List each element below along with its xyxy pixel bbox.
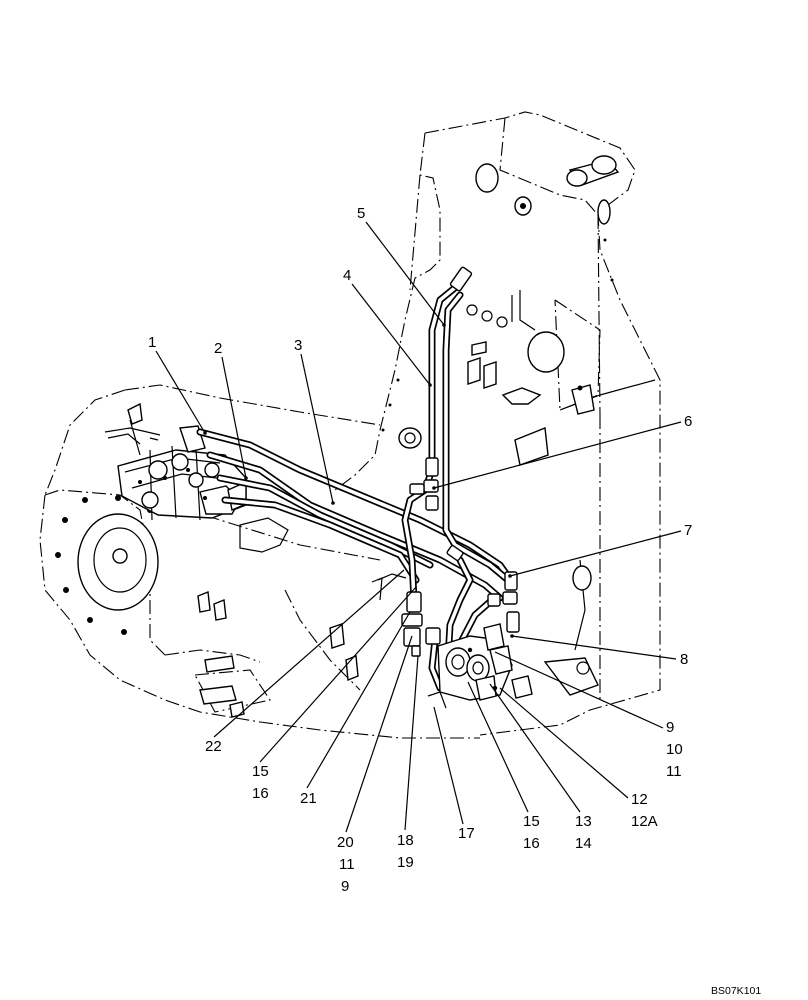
control-valve [104, 402, 247, 521]
callout-labels: 1 2 3 4 5 6 7 8 9 10 11 12 12A 13 14 15 … [148, 205, 692, 895]
leader-3 [300, 353, 334, 504]
callout-7: 7 [684, 522, 692, 539]
leader-2 [221, 356, 247, 479]
frame-clips [197, 591, 359, 718]
callout-12A: 12A [631, 813, 658, 830]
callout-10: 10 [666, 741, 683, 758]
hydraulic-hoses [196, 278, 516, 694]
callout-14: 14 [575, 835, 592, 852]
leader-arrowheads [203, 323, 514, 638]
leader-15-16-left [259, 586, 417, 763]
callout-16-left: 16 [252, 785, 269, 802]
leader-18-19 [404, 655, 419, 831]
callout-11: 11 [666, 763, 682, 780]
leader-22 [213, 569, 405, 738]
axle-hub [55, 495, 159, 635]
leader-lines [155, 221, 682, 833]
callout-18: 18 [397, 832, 414, 849]
leader-21 [306, 611, 411, 789]
leader-5 [365, 221, 445, 326]
callout-20: 20 [337, 834, 354, 851]
coupler-block [427, 623, 533, 709]
callout-16-right: 16 [523, 835, 540, 852]
callout-21: 21 [300, 790, 317, 807]
callout-9: 9 [666, 719, 674, 736]
leader-1 [155, 350, 206, 434]
leader-8 [511, 635, 677, 660]
drawing-code: BS07K101 [711, 985, 761, 997]
callout-1: 1 [148, 334, 156, 351]
callout-6: 6 [684, 413, 692, 430]
leader-9-10-11 [494, 651, 664, 729]
callout-2: 2 [214, 340, 222, 357]
leader-20-11-9 [345, 635, 413, 833]
callout-19: 19 [397, 854, 414, 871]
callout-12: 12 [631, 791, 648, 808]
callout-22: 22 [205, 738, 222, 755]
callout-15-left: 15 [252, 763, 269, 780]
hose-fittings [377, 266, 520, 657]
callout-3: 3 [294, 337, 302, 354]
leader-15-16-right [467, 681, 529, 813]
callout-8: 8 [680, 651, 688, 668]
tower-details [381, 155, 620, 696]
callout-11-lower: 11 [339, 856, 355, 873]
leader-7 [509, 530, 682, 577]
callout-17: 17 [458, 825, 475, 842]
leader-17 [433, 706, 464, 825]
callout-13: 13 [575, 813, 592, 830]
leader-12 [499, 687, 629, 799]
callout-5: 5 [357, 205, 365, 222]
leader-13-14 [489, 683, 581, 813]
leader-6 [433, 421, 682, 489]
leader-4 [351, 283, 431, 386]
callout-9-lower: 9 [341, 878, 349, 895]
callout-15-right: 15 [523, 813, 540, 830]
callout-4: 4 [343, 267, 351, 284]
